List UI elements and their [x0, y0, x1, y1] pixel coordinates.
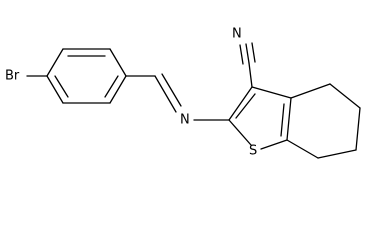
bond-c2-c3t	[228, 86, 253, 121]
bond-c7-c7a	[286, 139, 319, 159]
molecule-drawing: Br N N S	[5, 27, 361, 159]
thiophene-ring	[228, 86, 292, 150]
triple-bond-center	[245, 43, 250, 64]
structure-canvas: Br N N S	[5, 27, 361, 159]
bond-c3-c4	[109, 48, 127, 77]
cyclohexene-ring	[286, 83, 361, 159]
bond-ch-n-2	[161, 73, 182, 107]
double-bond-c2-c3t	[235, 93, 256, 119]
bond-c5-c6	[355, 107, 361, 151]
bond-c4-c5	[329, 83, 361, 109]
bromine-label: Br	[5, 69, 20, 84]
bromophenyl-ring	[46, 48, 127, 104]
bond-c3a-c7a	[286, 97, 292, 141]
bond-c4-c5	[109, 75, 127, 104]
bond-c3a-c4	[290, 83, 331, 99]
bond-c3-c3a	[251, 86, 292, 99]
triple-bond-right	[251, 42, 256, 63]
bond-s-c2	[228, 119, 252, 146]
sulfur-label: S	[249, 144, 257, 159]
bond-c1-c2	[46, 48, 64, 77]
double-bond-c6-c1	[54, 75, 69, 98]
bond-c7a-s	[260, 139, 288, 150]
bond-c6-c1	[46, 75, 64, 104]
triple-bond-left	[239, 44, 244, 65]
double-bond-c3a-c7a	[280, 103, 285, 137]
bond-c3-cn	[248, 62, 253, 88]
double-bond-c4-c5	[104, 75, 119, 98]
bond-ch-n-1	[154, 75, 177, 113]
imine-nitrogen-label: N	[180, 113, 190, 128]
bond-c6-c7	[317, 149, 357, 159]
nitrile-nitrogen-label: N	[232, 27, 242, 42]
